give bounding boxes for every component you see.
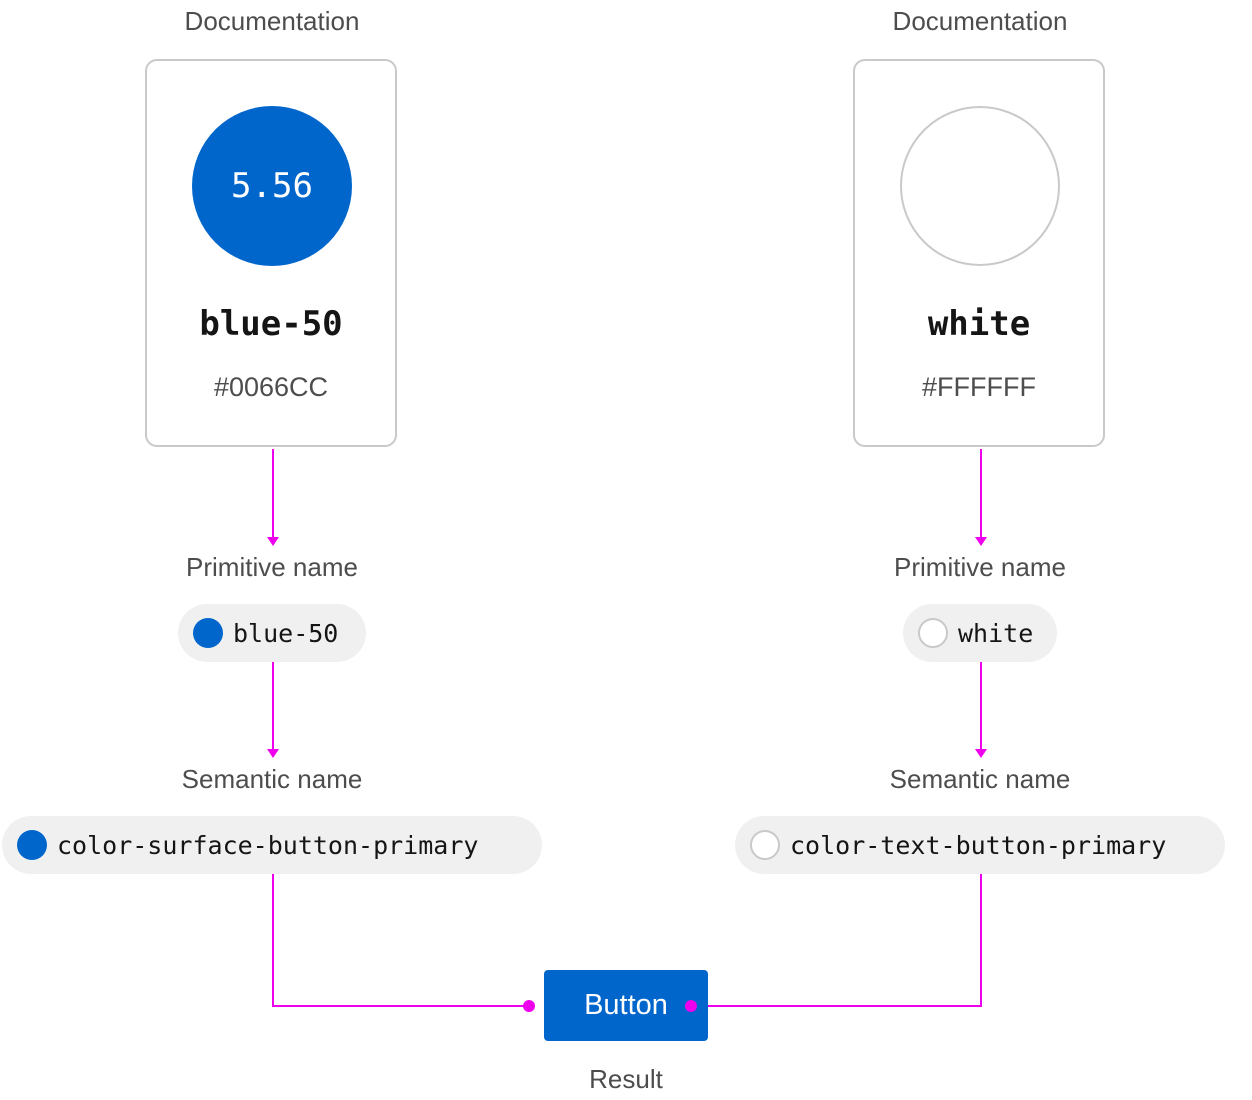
blue-dot-icon [193, 618, 223, 648]
left-connector-endpoint [523, 1000, 535, 1012]
right-semantic-token-text: color-text-button-primary [790, 830, 1167, 860]
left-semantic-to-button-connector [272, 874, 529, 1007]
blue-50-swatch: 5.56 [192, 106, 352, 266]
white-dot-icon [750, 830, 780, 860]
left-documentation-label: Documentation [184, 6, 360, 36]
result-button[interactable]: Button [544, 970, 708, 1041]
left-semantic-token-text: color-surface-button-primary [57, 830, 479, 860]
right-token-name: white [927, 304, 1031, 344]
right-primitive-token-pill: white [903, 604, 1057, 662]
right-hex-value: #FFFFFF [922, 372, 1036, 402]
left-primitive-arrowhead [267, 749, 279, 758]
right-documentation-card: white #FFFFFF [853, 59, 1105, 447]
left-token-name: blue-50 [199, 304, 343, 344]
right-semantic-to-button-connector [692, 874, 982, 1007]
result-label: Result [589, 1064, 663, 1094]
left-primitive-token-pill: blue-50 [178, 604, 366, 662]
right-semantic-token-pill: color-text-button-primary [735, 816, 1225, 874]
right-doc-arrowhead [975, 537, 987, 546]
white-dot-icon [918, 618, 948, 648]
white-swatch [900, 106, 1060, 266]
right-documentation-label: Documentation [892, 6, 1068, 36]
right-primitive-label: Primitive name [894, 552, 1066, 582]
right-semantic-label: Semantic name [889, 764, 1071, 794]
left-semantic-token-pill: color-surface-button-primary [2, 816, 542, 874]
left-hex-value: #0066CC [213, 372, 329, 402]
left-semantic-label: Semantic name [181, 764, 363, 794]
blue-dot-icon [17, 830, 47, 860]
right-primitive-token-text: white [958, 618, 1034, 648]
right-primitive-arrowhead [975, 749, 987, 758]
left-documentation-card: 5.56 blue-50 #0066CC [145, 59, 397, 447]
contrast-ratio-value: 5.56 [231, 166, 313, 206]
left-doc-arrowhead [267, 537, 279, 546]
left-primitive-label: Primitive name [186, 552, 358, 582]
left-primitive-token-text: blue-50 [233, 618, 339, 648]
